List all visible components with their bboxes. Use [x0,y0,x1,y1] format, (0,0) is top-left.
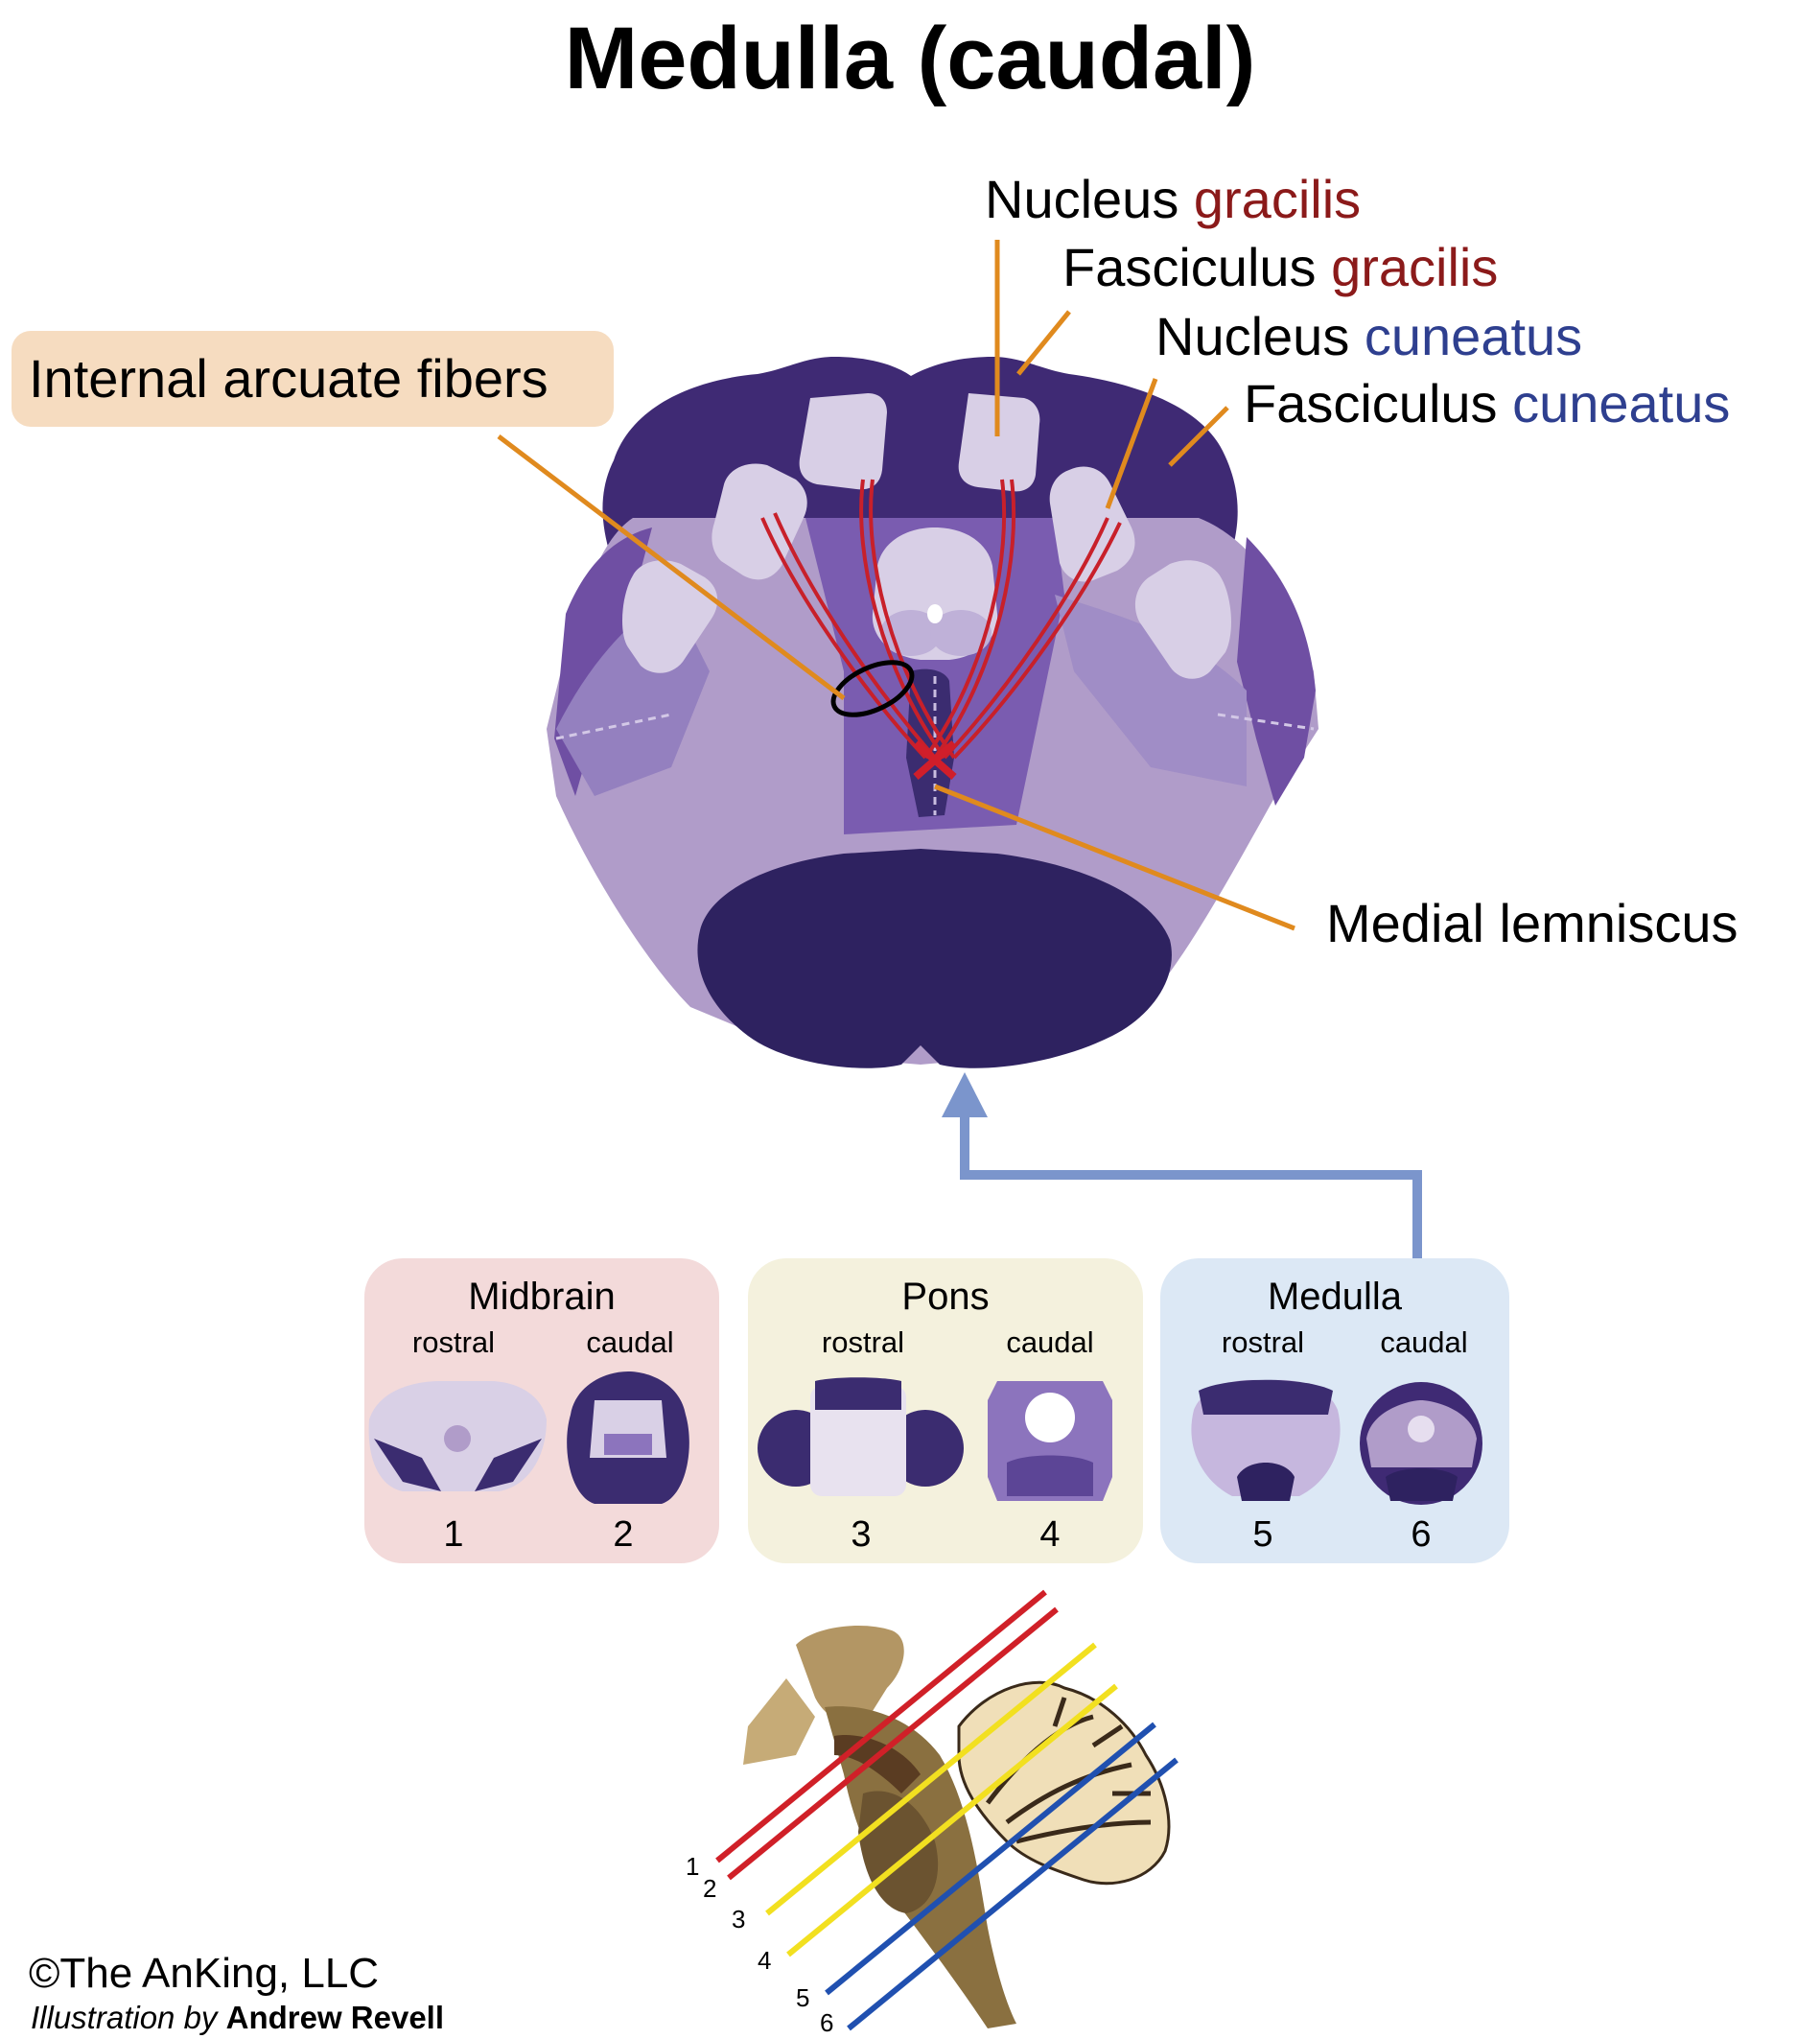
thumbnail-section-5 [1191,1379,1341,1501]
section-number-1: 1 [443,1514,463,1555]
midbrain-title: Midbrain [468,1276,615,1318]
leader-fasciculus-gracilis [1016,310,1071,376]
level-number-2: 2 [703,1874,716,1903]
section-number-6: 6 [1411,1514,1431,1555]
illustration-credit: Illustration by Andrew Revell [31,2000,444,2035]
label-fasciculus-gracilis: Fasciculus gracilis [1062,237,1498,297]
level-numbers: 1 2 3 4 5 6 [686,1852,833,2037]
internal-arcuate-label-box [12,331,614,427]
thumbnail-section-3 [758,1377,964,1496]
internal-arcuate-fibers [760,479,1122,760]
level-line-5 [825,1722,1156,1996]
level-line-1 [715,1589,1047,1863]
label-medial-lemniscus: Medial lemniscus [1326,893,1738,953]
right-lateral-dash [1217,713,1315,731]
section-pointer-arrow [942,1072,1422,1261]
medulla-cross-section [547,357,1318,1068]
thumbnail-section-2 [567,1371,689,1504]
level-number-5: 5 [796,1983,809,2012]
pons-caudal-label: caudal [1006,1325,1093,1359]
section-number-2: 2 [613,1514,633,1555]
sagittal-brainstem [743,1626,1171,2028]
thumbnail-section-4 [988,1381,1112,1501]
section-number-3: 3 [851,1514,871,1555]
leader-lines [497,240,1295,931]
leader-nucleus-cuneatus [1105,378,1158,509]
medulla-title: Medulla [1268,1276,1403,1318]
spinal-trigeminal-right [1134,560,1231,679]
page-title: Medulla (caudal) [565,10,1256,107]
level-number-1: 1 [686,1852,699,1881]
right-lateral-region [1237,537,1316,806]
pons-box: Pons rostral caudal 3 4 [748,1258,1143,1563]
section-number-5: 5 [1252,1514,1272,1555]
level-number-6: 6 [820,2008,833,2037]
copyright-text: ©The AnKing, LLC [29,1950,379,1997]
label-nucleus-cuneatus: Nucleus cuneatus [1155,306,1582,366]
central-gray-lobe-right [930,610,992,656]
medulla-box: Medulla rostral caudal 5 6 [1160,1258,1509,1563]
midbrain-rostral-label: rostral [412,1325,495,1359]
midbrain-box: Midbrain rostral caudal 1 2 [364,1258,719,1563]
midbrain-tectum [796,1626,904,1726]
nucleus-cuneatus-left [712,463,807,580]
fiber-decussation [913,739,957,781]
section-level-lines [715,1589,1178,2031]
nucleus-gracilis-right [958,393,1040,492]
level-number-3: 3 [732,1905,745,1934]
medulla-rostral-label: rostral [1222,1325,1304,1359]
level-line-3 [765,1642,1097,1916]
diencephalon [743,1678,815,1765]
central-canal [927,604,943,623]
level-number-4: 4 [758,1946,771,1975]
level-line-4 [786,1683,1118,1957]
nucleus-gracilis-left [799,393,887,490]
pons-title: Pons [901,1276,989,1318]
pons-rostral-label: rostral [822,1325,904,1359]
thumbnail-section-1 [368,1381,547,1491]
leader-fasciculus-cuneatus [1168,406,1229,467]
arcuate-fibers-highlight-ring [830,660,915,717]
lateral-medium-region-right [1055,595,1247,786]
leader-medial-lemniscus [934,784,1295,931]
section-number-4: 4 [1039,1514,1060,1555]
thumbnail-section-6 [1360,1382,1482,1505]
label-internal-arcuate-fibers: Internal arcuate fibers [29,348,548,409]
pyramids [697,849,1172,1068]
left-lateral-dash [555,713,672,740]
medial-lemniscus-strip [906,668,954,817]
medulla-caudal-label: caudal [1380,1325,1467,1359]
spinal-trigeminal-left [621,560,718,673]
midbrain-caudal-label: caudal [586,1325,673,1359]
leader-internal-arcuate [497,434,846,700]
label-nucleus-gracilis: Nucleus gracilis [985,169,1361,229]
level-line-6 [847,1757,1178,2031]
label-fasciculus-cuneatus: Fasciculus cuneatus [1244,373,1730,434]
level-line-2 [727,1606,1059,1881]
